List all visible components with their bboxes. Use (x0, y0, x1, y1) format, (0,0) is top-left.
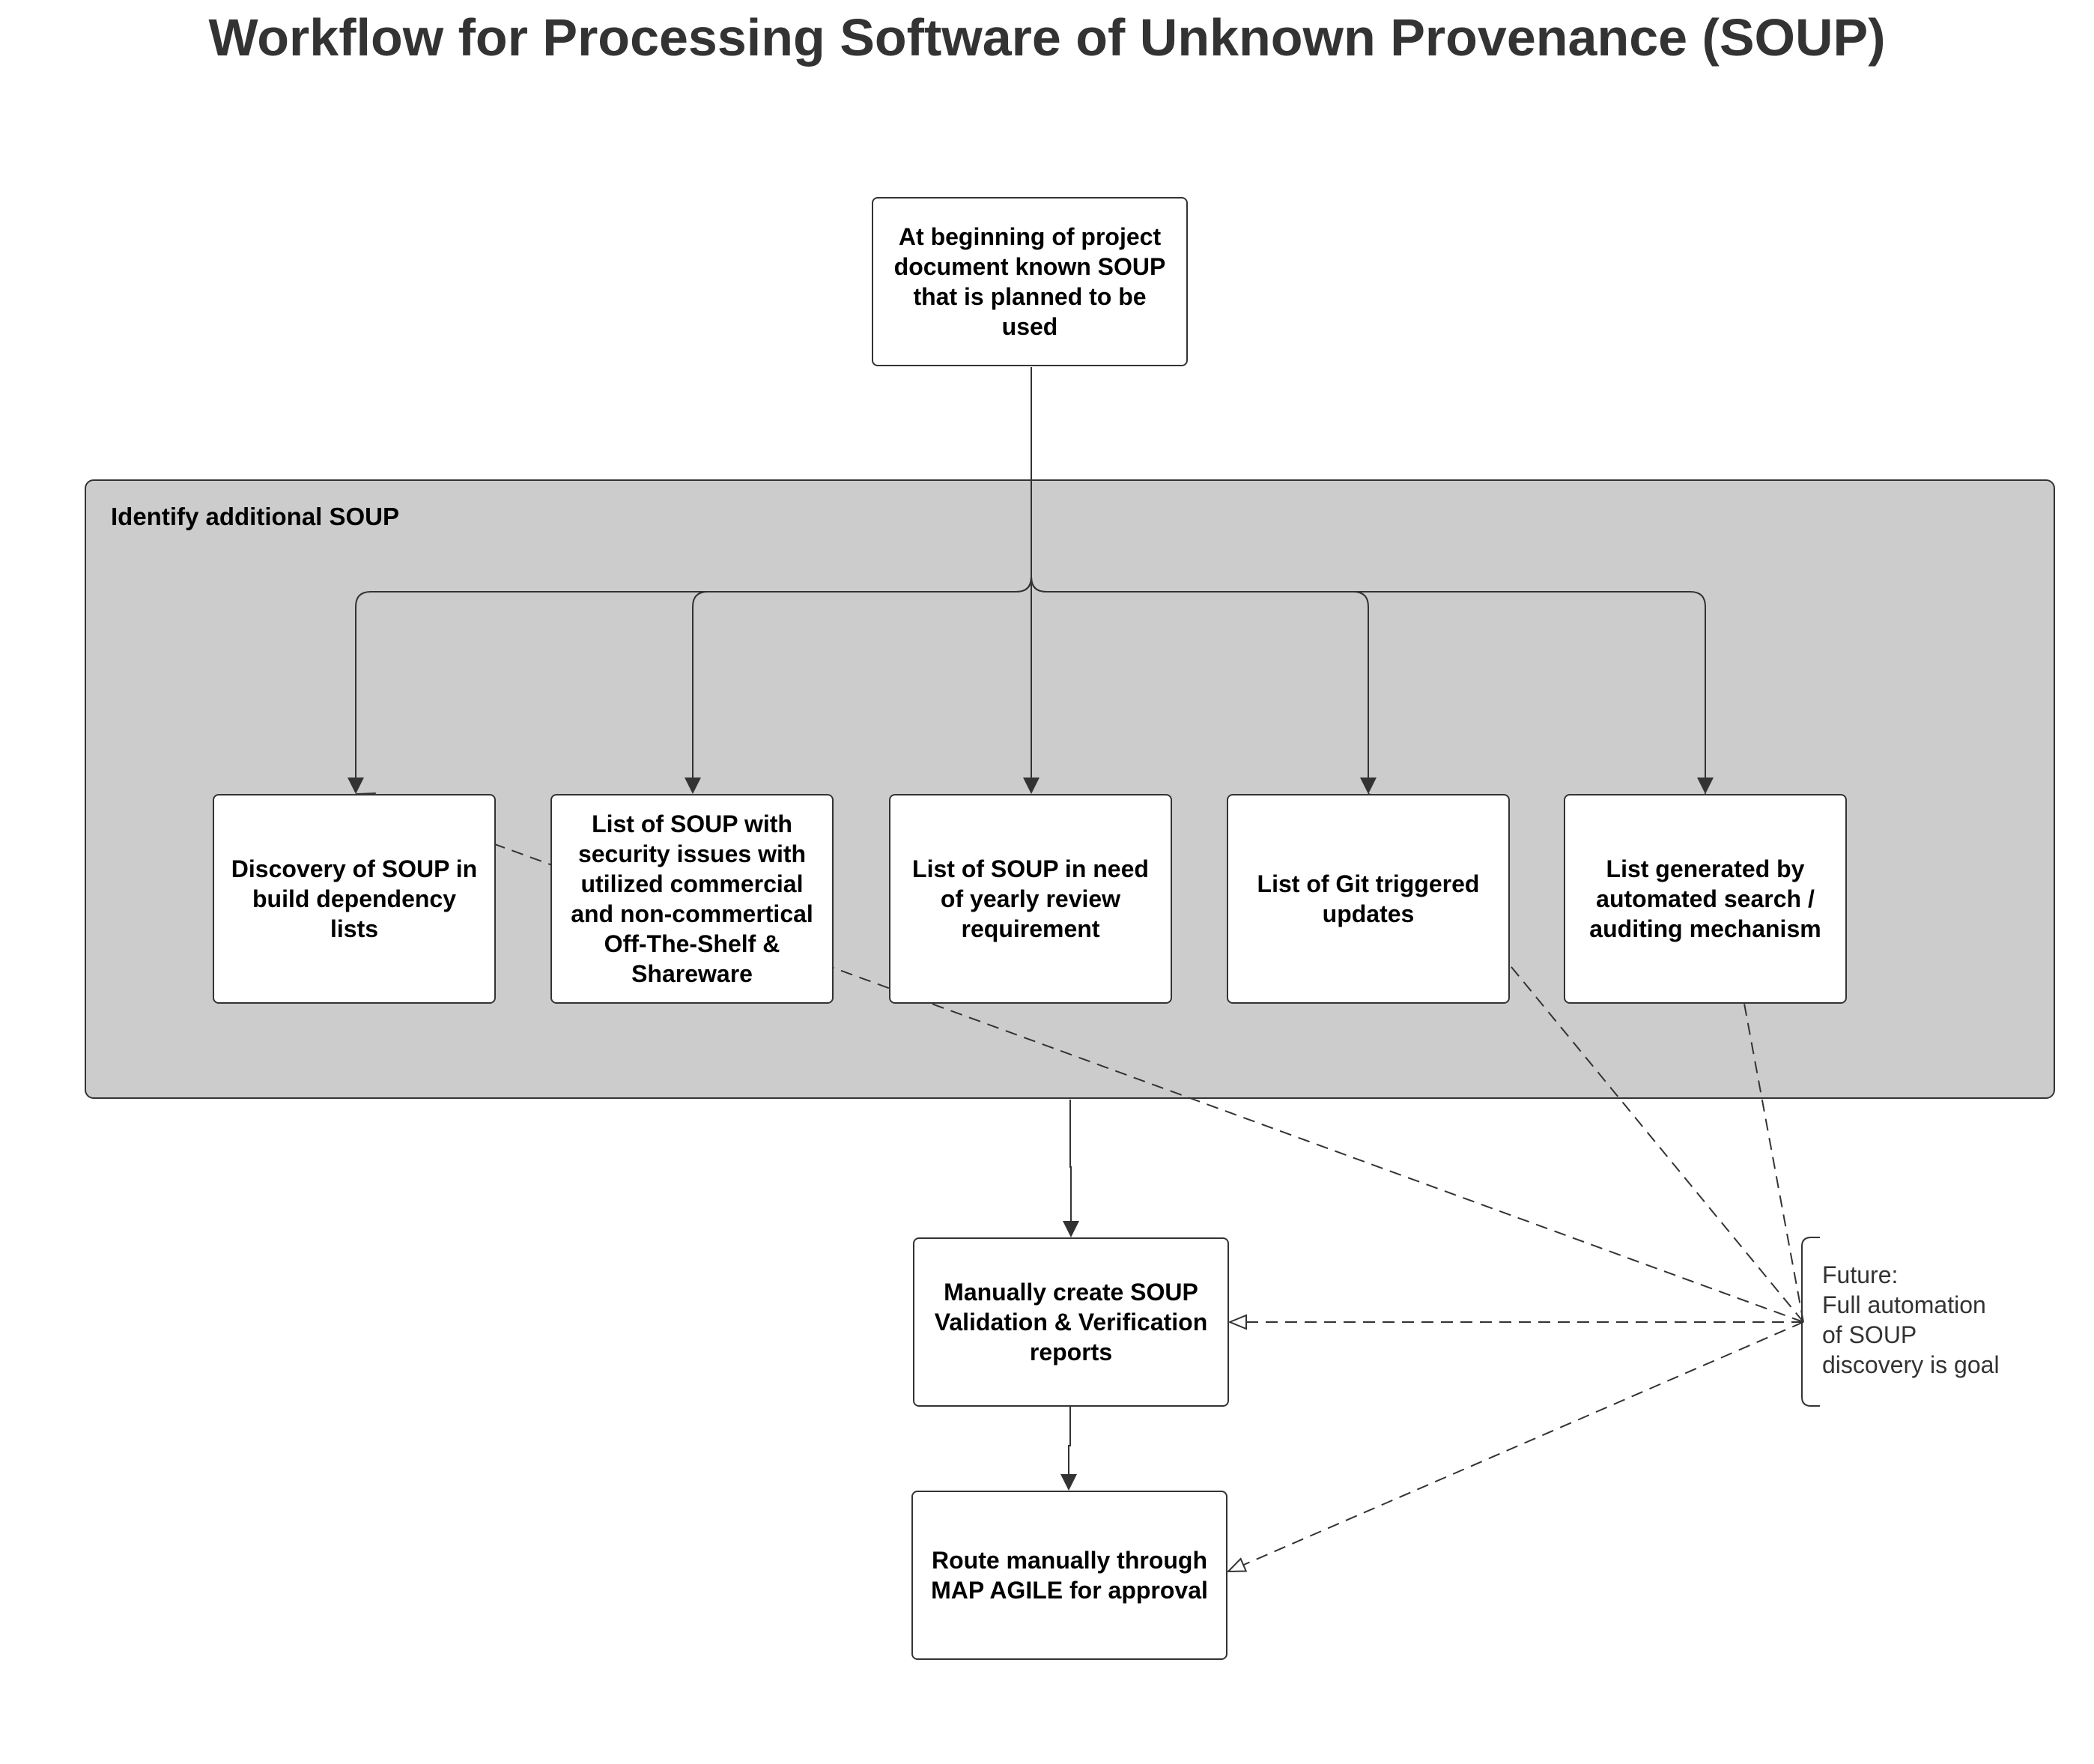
group-label: Identify additional SOUP (111, 503, 400, 530)
connector-group-to-reports (1063, 1100, 1079, 1237)
security-box-label: List of SOUP with security issues with u… (571, 810, 813, 987)
security-box: List of SOUP with security issues with u… (550, 794, 834, 1004)
yearly-review-box-label: List of SOUP in need of yearly review re… (912, 855, 1149, 942)
manual-reports-box: Manually create SOUP Validation & Verifi… (913, 1237, 1229, 1407)
git-updates-box-label: List of Git triggered updates (1257, 870, 1480, 927)
route-approval-box-label: Route manually through MAP AGILE for app… (931, 1547, 1208, 1604)
discovery-box: Discovery of SOUP in build dependency li… (213, 794, 496, 1004)
discovery-box-label: Discovery of SOUP in build dependency li… (231, 855, 478, 942)
dashed-to-route (1228, 1321, 1804, 1571)
dashed-to-discovery (357, 794, 1804, 1323)
dashed-to-automated (1705, 794, 1804, 1323)
connector-to-security (685, 576, 1032, 794)
yearly-review-box: List of SOUP in need of yearly review re… (889, 794, 1172, 1004)
annotation-bracket (1801, 1237, 1820, 1407)
connector-to-git (1031, 576, 1377, 794)
route-approval-box: Route manually through MAP AGILE for app… (911, 1491, 1227, 1660)
start-box: At beginning of project document known S… (872, 197, 1188, 366)
connector-reports-to-route (1060, 1406, 1077, 1491)
future-annotation: Future: Full automation of SOUP discover… (1822, 1261, 2000, 1378)
automated-search-box: List generated by automated search / aud… (1564, 794, 1847, 1004)
manual-reports-box-label: Manually create SOUP Validation & Verifi… (934, 1279, 1208, 1366)
diagram-title: Workflow for Processing Software of Unkn… (208, 8, 1886, 67)
automated-search-box-label: List generated by automated search / aud… (1589, 855, 1821, 942)
start-box-label: At beginning of project document known S… (893, 223, 1166, 340)
git-updates-box: List of Git triggered updates (1227, 794, 1510, 1004)
connector-to-automated (1031, 576, 1714, 794)
